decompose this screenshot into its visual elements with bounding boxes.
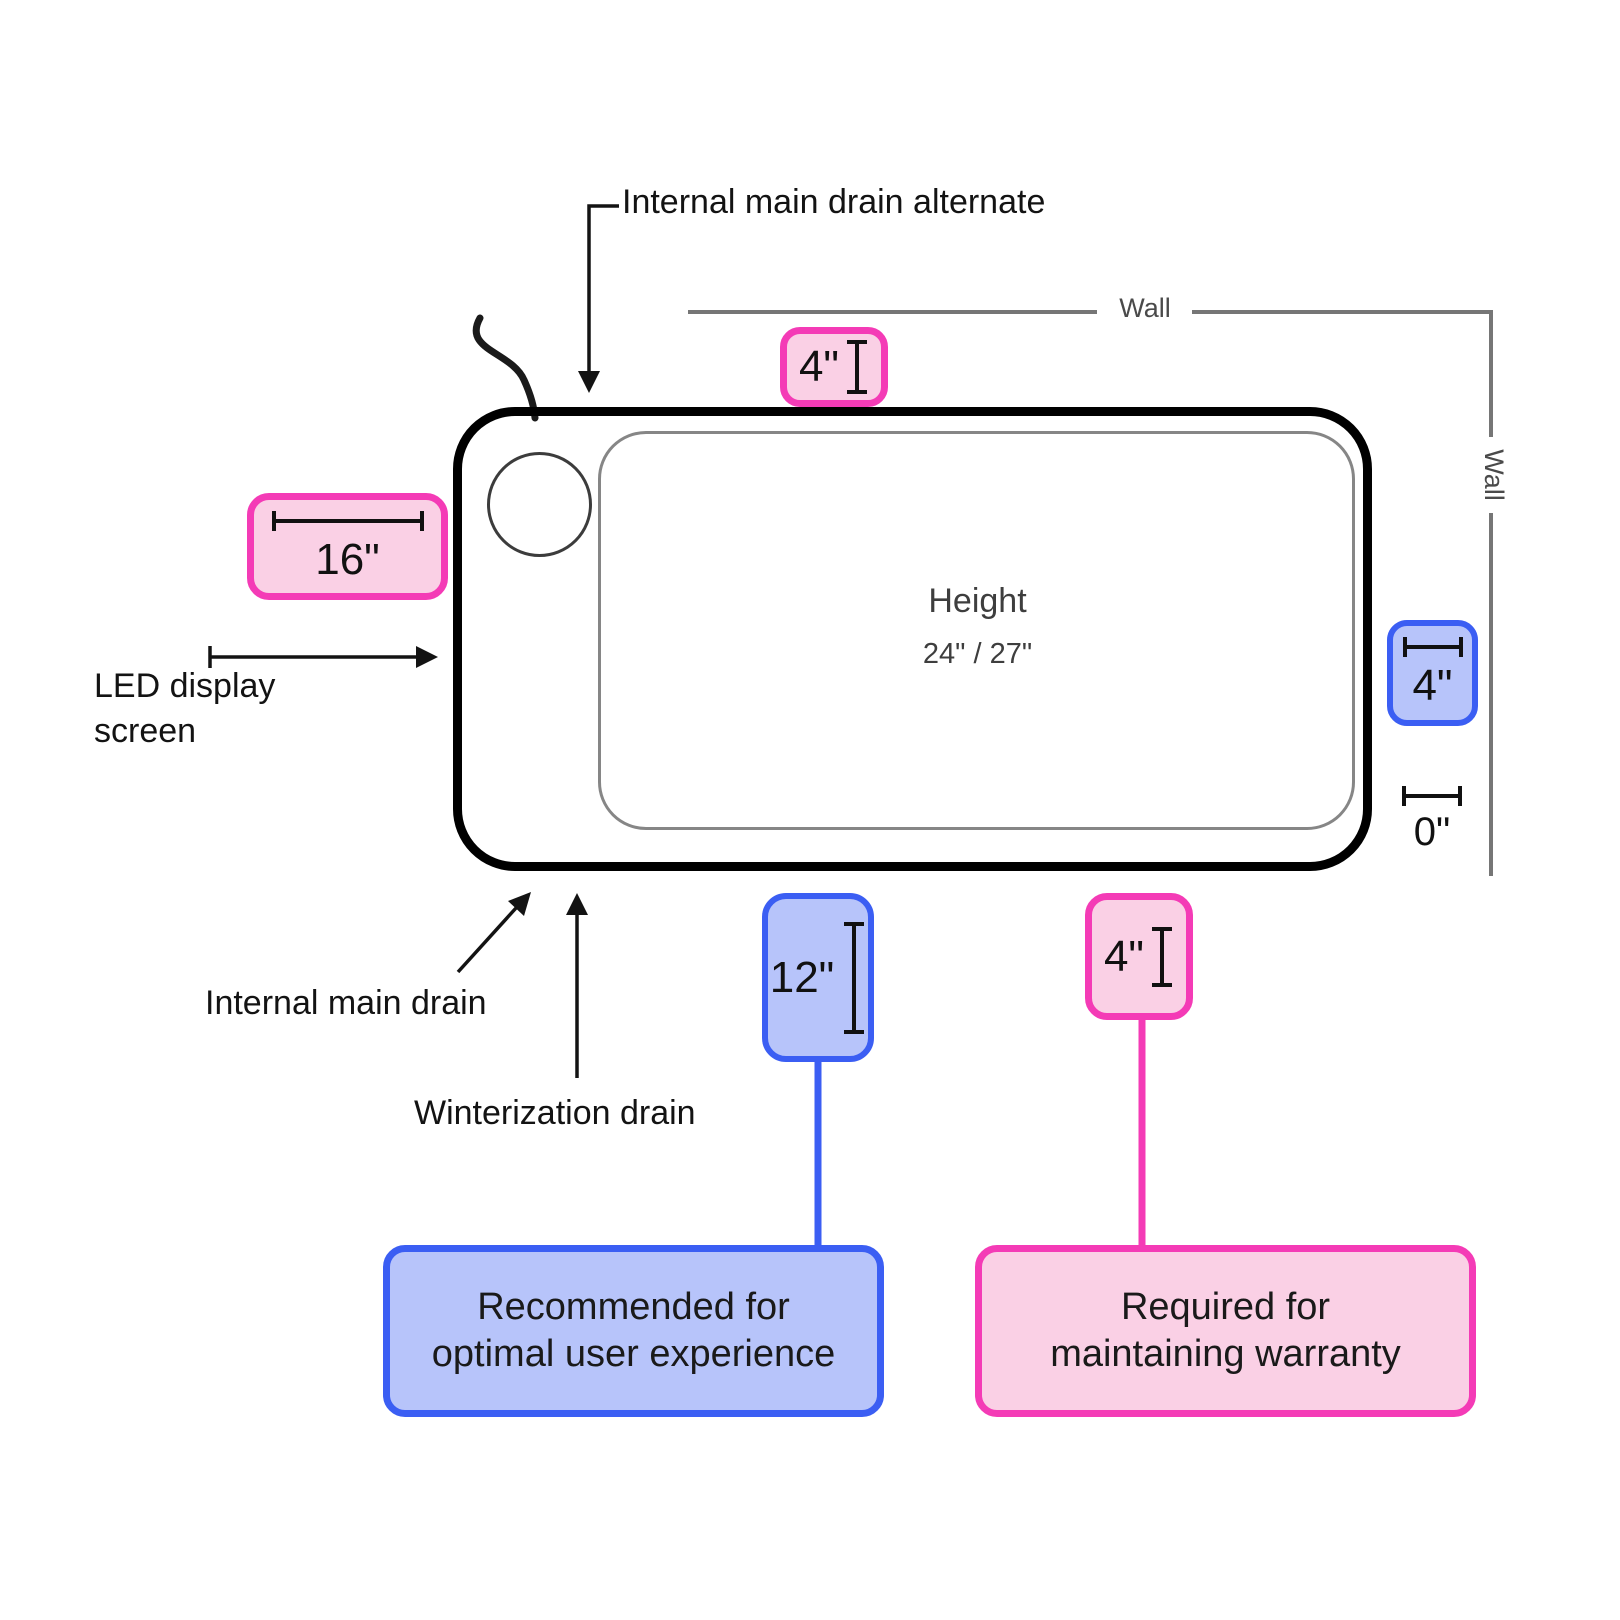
right-zero-value: 0" [1413, 810, 1451, 854]
vertical-measure-bar-icon [1152, 926, 1173, 987]
legend-recommended-line2: optimal user experience [431, 1333, 836, 1375]
wall-top-label: Wall [1119, 293, 1171, 323]
bottom-required-value: 4" [1103, 931, 1145, 981]
left-clearance-value: 16" [315, 534, 380, 584]
top-clearance-badge-4in: 4" [780, 327, 888, 407]
led-display-screen-label-line2: screen [94, 712, 197, 750]
horizontal-measure-bar-icon [271, 510, 424, 531]
legend-required-line2: maintaining warranty [1050, 1333, 1401, 1375]
bottom-clearance-badge-4in: 4" [1085, 893, 1193, 1020]
device-tub-inner-outline [598, 431, 1355, 830]
winterization-drain-label: Winterization drain [414, 1094, 696, 1132]
device-outline [453, 407, 1372, 871]
internal-main-drain-arrow [456, 892, 531, 974]
legend-required-line1: Required for [1120, 1286, 1331, 1328]
wall-right-label: Wall [1479, 449, 1509, 501]
legend-recommended-box: Recommended for optimal user experience [383, 1245, 884, 1417]
winterization-drain-arrow [566, 893, 588, 1078]
internal-main-drain-alternate-arrow [578, 204, 619, 393]
right-zero-clearance: 0" [1392, 784, 1472, 855]
power-cable [472, 314, 539, 422]
vertical-measure-bar-icon [844, 921, 865, 1034]
height-value: 24" / 27" [922, 638, 1033, 670]
internal-main-drain-label: Internal main drain [205, 984, 487, 1022]
led-display-screen-label-line1: LED display [94, 667, 276, 705]
internal-main-drain-alternate-label: Internal main drain alternate [622, 183, 1046, 221]
bottom-clearance-badge-12in: 12" [762, 893, 874, 1062]
bottom-recommended-value: 12" [769, 952, 835, 1002]
left-clearance-badge-16in: 16" [247, 493, 448, 600]
legend-recommended-line1: Recommended for [477, 1286, 790, 1328]
height-title: Height [928, 582, 1027, 620]
vertical-measure-bar-icon [847, 340, 868, 394]
led-display-screen-label: LED display screen [94, 664, 275, 754]
device-height-block: Height 24" / 27" [600, 582, 1355, 671]
device-filter-circle [487, 452, 592, 557]
top-clearance-value: 4" [798, 342, 840, 391]
right-clearance-badge-4in: 4" [1387, 620, 1478, 726]
legend-required-box: Required for maintaining warranty [975, 1245, 1476, 1417]
horizontal-measure-bar-icon [1402, 637, 1463, 657]
right-clearance-value: 4" [1412, 661, 1453, 710]
horizontal-measure-bar-icon [1402, 786, 1462, 806]
